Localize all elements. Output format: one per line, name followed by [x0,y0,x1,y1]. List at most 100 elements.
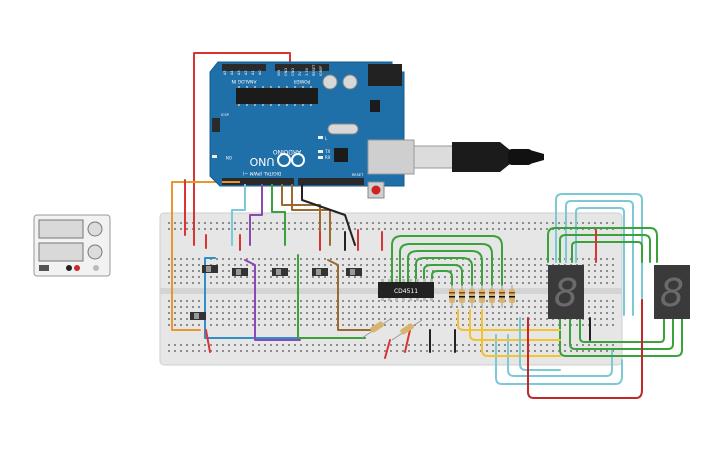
breadboard-hole [480,222,482,224]
resistor-2[interactable] [459,285,465,308]
breadboard-hole [168,276,170,278]
slide-switch-4[interactable] [312,268,328,276]
analog-pin-label: A1 [251,70,255,75]
breadboard-hole [234,312,236,314]
cd4511-chip[interactable]: CD4511 [378,279,434,301]
breadboard-hole [174,264,176,266]
resistor-3[interactable] [469,285,475,308]
breadboard-hole [420,276,422,278]
slide-switch-6[interactable] [190,312,206,320]
breadboard-hole [306,300,308,302]
slide-switch-2[interactable] [232,268,248,276]
breadboard-hole [222,270,224,272]
breadboard-hole [432,228,434,230]
breadboard-hole [294,350,296,352]
breadboard-hole [342,258,344,260]
breadboard-hole [492,306,494,308]
wire-cyan-1[interactable] [231,194,246,246]
breadboard-hole [408,306,410,308]
breadboard-hole [318,276,320,278]
breadboard-hole [312,276,314,278]
breadboard-hole [210,350,212,352]
breadboard-hole [444,222,446,224]
breadboard-hole [606,300,608,302]
resistor-5[interactable] [489,285,495,308]
breadboard-hole [504,350,506,352]
breadboard-hole [324,318,326,320]
breadboard-hole [234,276,236,278]
breadboard-hole [300,228,302,230]
wire-brown-2[interactable] [291,194,331,246]
breadboard-hole [486,228,488,230]
wire-darkred-bottom[interactable] [527,299,643,399]
breadboard-hole [240,282,242,284]
breadboard-hole [168,344,170,346]
wire-cyan-2[interactable] [204,257,366,339]
breadboard-hole [438,228,440,230]
breadboard-hole [240,228,242,230]
resistor-4[interactable] [479,285,485,308]
breadboard-hole [402,324,404,326]
breadboard-hole [498,324,500,326]
breadboard-hole [294,300,296,302]
breadboard-hole [540,312,542,314]
power-supply[interactable] [33,214,111,277]
breadboard-hole [504,282,506,284]
breadboard-hole [300,222,302,224]
wire-orange-left[interactable] [171,181,223,331]
breadboard-hole [360,264,362,266]
wire-green-1[interactable] [271,194,286,246]
breadboard-hole [180,350,182,352]
breadboard-hole [210,306,212,308]
resistor-1[interactable] [449,285,455,308]
breadboard-hole [270,306,272,308]
breadboard-hole [528,306,530,308]
arduino-uno-board[interactable]: ARDUINO UNO ANALOG IN POWER DIGITAL (PWM… [209,61,415,199]
breadboard-hole [588,300,590,302]
breadboard-hole [348,258,350,260]
breadboard-hole [414,300,416,302]
breadboard-hole [600,350,602,352]
seven-segment-display-2[interactable]: 8 [654,265,690,319]
breadboard-hole [234,228,236,230]
wire-brown-1[interactable] [281,194,321,246]
wire-purple-1[interactable] [249,194,263,246]
resistor-diag-1[interactable] [361,317,393,339]
analog-pin-label: A3 [237,70,241,75]
slide-switch-3[interactable] [272,268,288,276]
wire-brown-3[interactable] [327,259,376,331]
breadboard-hole [354,300,356,302]
reset-button[interactable] [367,181,385,199]
breadboard-hole [462,222,464,224]
breadboard-hole [276,228,278,230]
breadboard-hole [330,312,332,314]
breadboard-hole [438,344,440,346]
breadboard-hole [252,324,254,326]
reset-label: RESET [352,173,364,177]
breadboard-hole [462,264,464,266]
wire-black-1[interactable] [301,194,356,246]
breadboard-hole [294,318,296,320]
breadboard-hole [216,324,218,326]
breadboard-hole [168,270,170,272]
breadboard-hole [342,350,344,352]
breadboard-hole [612,282,614,284]
breadboard-hole [606,312,608,314]
slide-switch-1[interactable] [202,265,218,273]
breadboard-hole [414,258,416,260]
resistor-6[interactable] [499,285,505,308]
breadboard-hole [426,300,428,302]
resistor-7[interactable] [509,285,515,308]
breadboard-hole [474,270,476,272]
slide-switch-5[interactable] [346,268,362,276]
breadboard-hole [390,324,392,326]
wire-purple-2[interactable] [244,259,301,341]
wire-green-2[interactable] [297,254,366,339]
breadboard-hole [402,306,404,308]
resistor-diag-2[interactable] [391,319,423,341]
breadboard-hole [222,312,224,314]
breadboard-hole [192,300,194,302]
breadboard-hole [168,318,170,320]
seven-segment-display-1[interactable]: 8 [548,265,584,319]
breadboard-hole [234,318,236,320]
